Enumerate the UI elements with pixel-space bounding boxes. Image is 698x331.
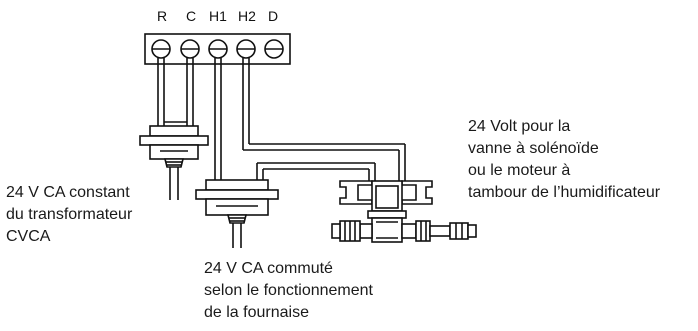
label-solenoid-line1: 24 Volt pour la bbox=[468, 118, 571, 135]
label-solenoid: 24 Volt pour la vanne à solénoïde ou le … bbox=[468, 116, 660, 204]
terminal-label-c: C bbox=[185, 8, 197, 24]
transformer-connector bbox=[139, 125, 209, 200]
label-transformer-line1: 24 V CA constant bbox=[6, 184, 130, 201]
solenoid-valve bbox=[331, 180, 477, 243]
wire-h2 bbox=[242, 58, 406, 182]
label-solenoid-line3: ou le moteur à bbox=[468, 162, 571, 179]
wire-h1 bbox=[214, 58, 222, 180]
terminal-label-d: D bbox=[267, 8, 279, 24]
label-switched-line3: de la fournaise bbox=[204, 304, 309, 321]
wire-switched bbox=[256, 162, 376, 182]
label-switched: 24 V CA commuté selon le fonctionnement … bbox=[204, 258, 373, 324]
wire-r-c bbox=[157, 58, 194, 135]
label-transformer-line2: du transformateur bbox=[6, 206, 133, 223]
terminal-screws bbox=[151, 39, 284, 59]
label-transformer-line3: CVCA bbox=[6, 228, 51, 245]
terminal-label-r: R bbox=[156, 8, 168, 24]
terminal-label-h2: H2 bbox=[238, 8, 256, 24]
label-switched-line2: selon le fonctionnement bbox=[204, 282, 373, 299]
label-solenoid-line2: vanne à solénoïde bbox=[468, 140, 599, 157]
switched-connector bbox=[195, 179, 279, 248]
label-transformer: 24 V CA constant du transformateur CVCA bbox=[6, 182, 132, 248]
terminal-label-h1: H1 bbox=[209, 8, 227, 24]
label-solenoid-line4: tambour de l’humidificateur bbox=[468, 184, 661, 201]
label-switched-line1: 24 V CA commuté bbox=[204, 260, 333, 277]
